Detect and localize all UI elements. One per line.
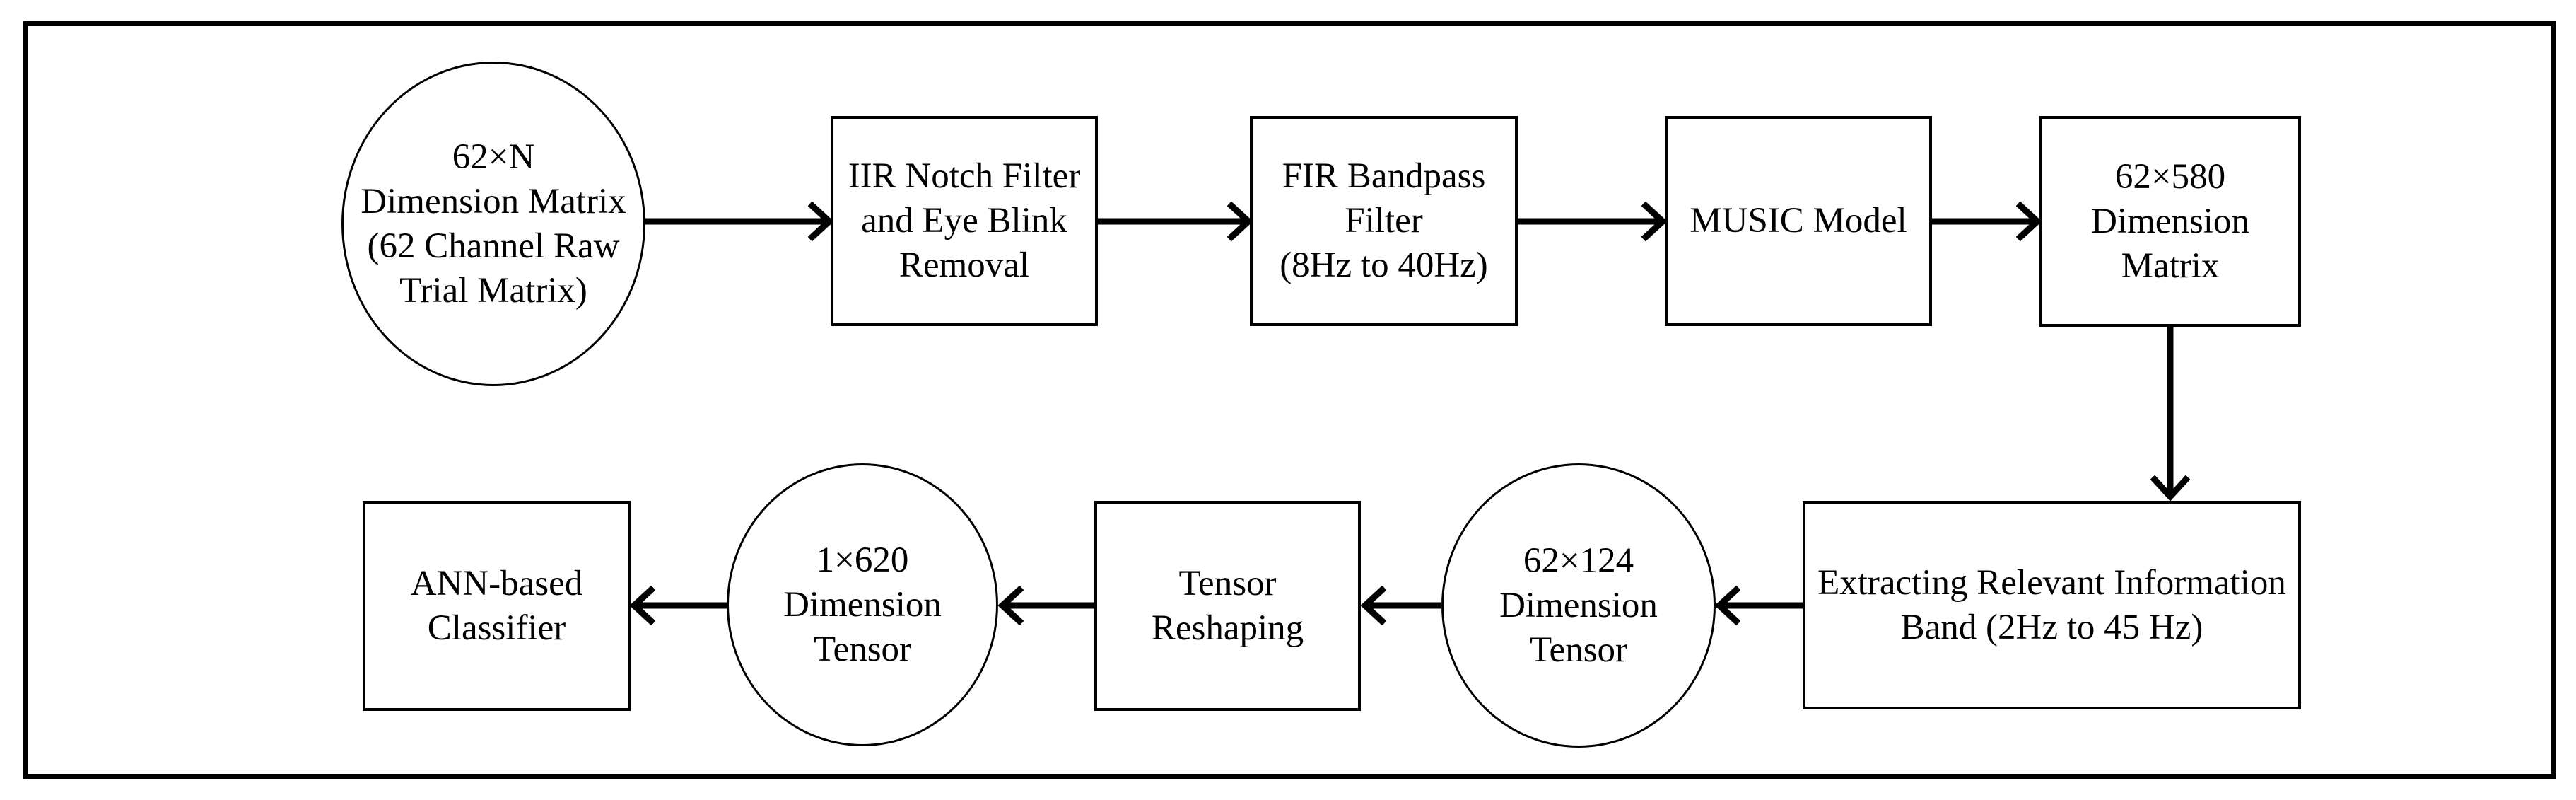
node-tensor-reshaping-label: Tensor Reshaping xyxy=(1151,563,1304,648)
node-iir-notch-filter: IIR Notch Filter and Eye Blink Removal xyxy=(831,116,1098,326)
diagram-border xyxy=(23,21,2556,779)
node-ann-classifier-label: ANN-based Classifier xyxy=(410,563,583,648)
node-62x124-tensor: 62×124 Dimension Tensor xyxy=(1441,463,1716,748)
node-62x580-matrix: 62×580 Dimension Matrix xyxy=(2039,116,2301,327)
node-iir-notch-filter-label: IIR Notch Filter and Eye Blink Removal xyxy=(848,156,1081,285)
node-1x620-tensor: 1×620 Dimension Tensor xyxy=(727,463,998,746)
node-music-model: MUSIC Model xyxy=(1665,116,1932,326)
node-fir-bandpass-filter: FIR Bandpass Filter (8Hz to 40Hz) xyxy=(1250,116,1518,326)
node-raw-trial-matrix-label: 62×N Dimension Matrix (62 Channel Raw Tr… xyxy=(361,137,626,311)
node-tensor-reshaping: Tensor Reshaping xyxy=(1094,501,1361,711)
node-fir-bandpass-filter-label: FIR Bandpass Filter (8Hz to 40Hz) xyxy=(1280,156,1488,285)
node-music-model-label: MUSIC Model xyxy=(1690,201,1907,240)
node-extract-relevant-band-label: Extracting Relevant Information Band (2H… xyxy=(1817,562,2286,647)
node-62x124-tensor-label: 62×124 Dimension Tensor xyxy=(1499,540,1658,670)
node-ann-classifier: ANN-based Classifier xyxy=(363,501,631,711)
node-extract-relevant-band: Extracting Relevant Information Band (2H… xyxy=(1803,501,2301,709)
node-raw-trial-matrix: 62×N Dimension Matrix (62 Channel Raw Tr… xyxy=(341,62,645,386)
node-1x620-tensor-label: 1×620 Dimension Tensor xyxy=(783,540,942,669)
node-62x580-matrix-label: 62×580 Dimension Matrix xyxy=(2091,156,2249,286)
